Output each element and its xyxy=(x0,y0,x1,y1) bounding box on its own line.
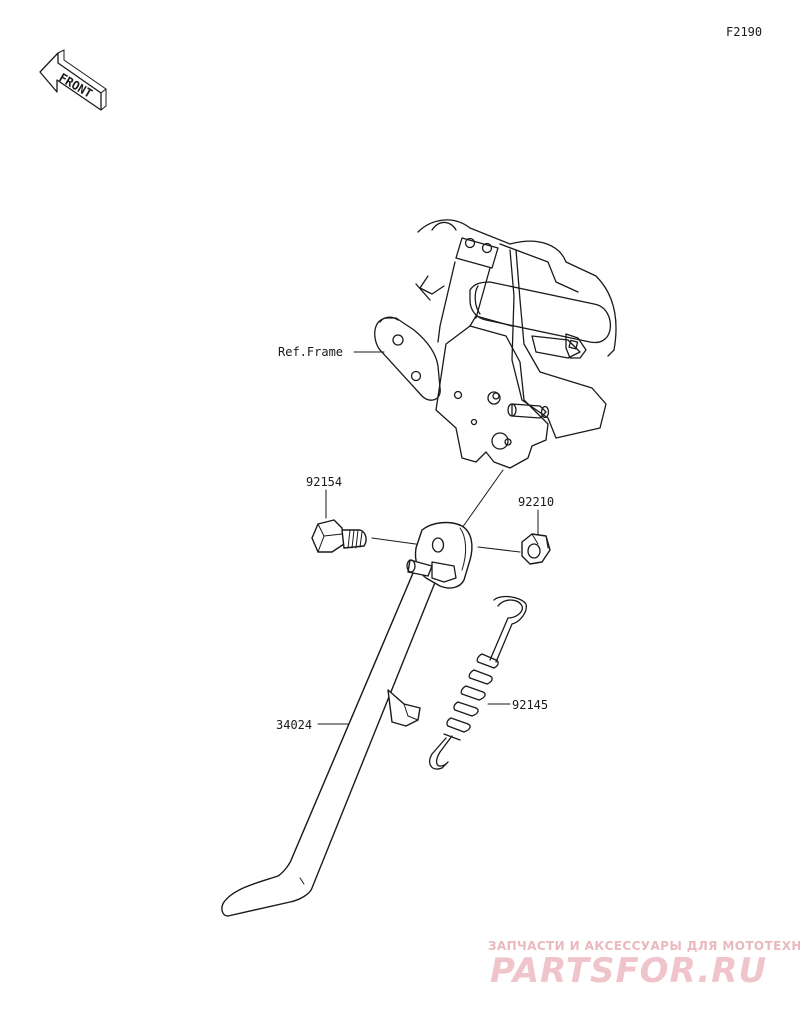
frame-to-pivot-line xyxy=(461,469,504,529)
frame-assembly xyxy=(374,219,617,469)
watermark-logo: PARTSFOR.RU xyxy=(490,951,767,991)
callout-ref-frame: Ref.Frame xyxy=(278,345,343,359)
watermark-caption: ЗАПЧАСТИ И АКСЕССУАРЫ ДЛЯ МОТОТЕХНИКИ xyxy=(488,939,800,953)
callout-92210: 92210 xyxy=(518,495,554,509)
nut-leader-line xyxy=(477,546,521,553)
bolt-92154 xyxy=(311,519,367,553)
spring-92145 xyxy=(428,595,527,770)
front-arrow-icon: FRONT xyxy=(39,49,107,111)
page-code: F2190 xyxy=(726,25,762,39)
side-stand-34024 xyxy=(221,521,473,917)
callout-34024: 34024 xyxy=(276,718,312,732)
nut-92210 xyxy=(521,533,551,565)
callout-92154: 92154 xyxy=(306,475,342,489)
callout-92145: 92145 xyxy=(512,698,548,712)
watermark: ЗАПЧАСТИ И АКСЕССУАРЫ ДЛЯ МОТОТЕХНИКИ PA… xyxy=(488,939,800,991)
